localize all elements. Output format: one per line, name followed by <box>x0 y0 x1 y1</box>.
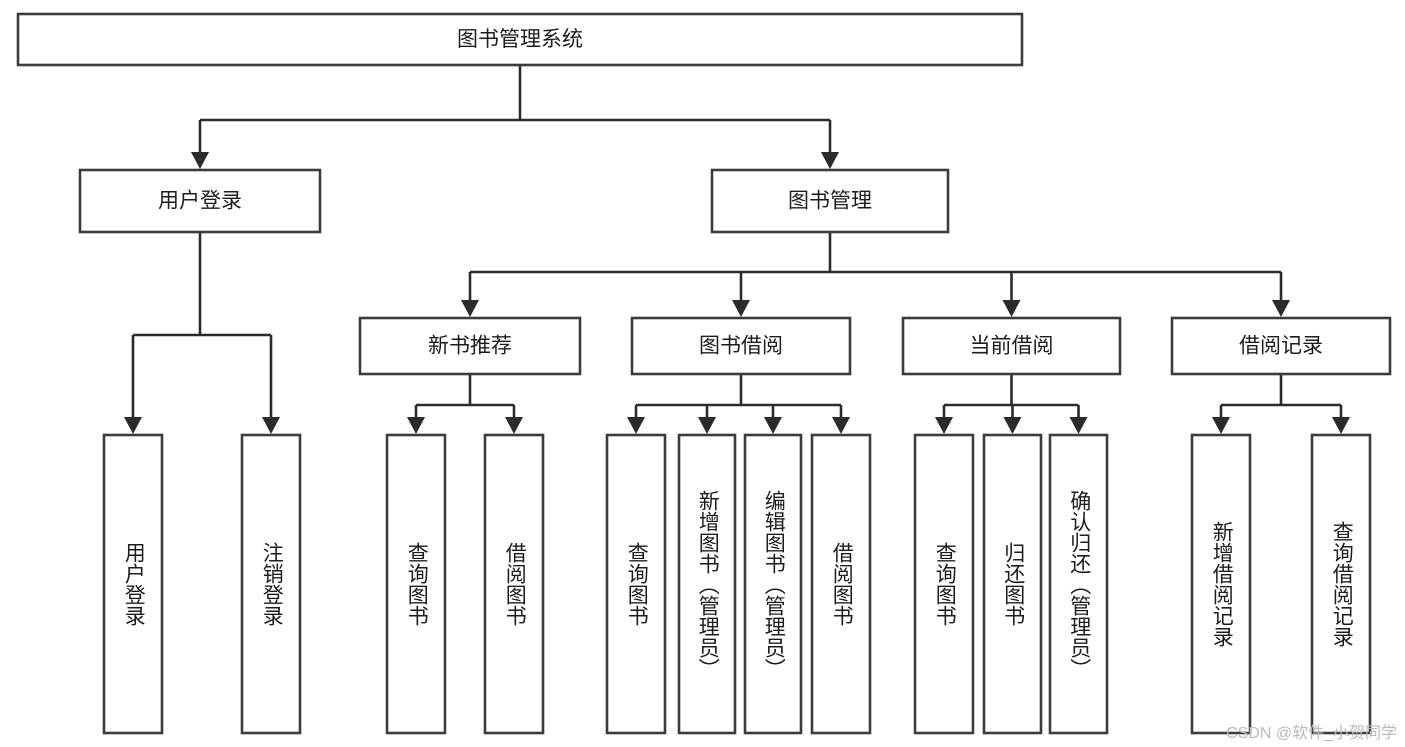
arrowhead <box>1003 417 1022 434</box>
arrowhead <box>1212 417 1230 434</box>
node-box-leaf-confirm-return-admin <box>1048 433 1109 735</box>
node-label-wrap-leaf-add-book-admin: 新增图书（管理员） <box>696 489 720 679</box>
node-box-book-borrow <box>630 316 852 376</box>
node-label-leaf-edit-book-admin: 编辑图书（管理员） <box>762 489 786 679</box>
node-label-book-borrow: 图书借阅 <box>699 335 783 358</box>
arrowhead <box>1272 300 1290 317</box>
node-box-leaf-edit-book-admin <box>743 433 803 735</box>
arrowhead <box>627 417 645 434</box>
node-box-new-book-recommend <box>358 316 582 376</box>
node-box-leaf-query-book-rec <box>385 433 447 735</box>
arrowhead <box>505 417 523 434</box>
node-leaf-borrow-book-rec[interactable]: 借阅图书 <box>483 433 545 735</box>
arrowhead <box>191 152 209 169</box>
arrowhead <box>124 417 142 434</box>
node-box-leaf-borrow-book-rec <box>483 433 545 735</box>
node-label-wrap-leaf-query-book-borrow: 查询图书 <box>625 542 649 626</box>
arrowhead <box>732 300 750 317</box>
arrowhead <box>698 417 716 434</box>
node-label-new-book-recommend: 新书推荐 <box>428 335 512 358</box>
node-box-current-borrow <box>901 316 1122 376</box>
node-leaf-query-book-rec[interactable]: 查询图书 <box>385 433 447 735</box>
node-box-leaf-return-book <box>982 433 1043 735</box>
node-box-leaf-borrow-book <box>810 433 872 735</box>
csdn-watermark: CSDN @软件_小贺同学 <box>1226 725 1397 742</box>
arrowhead <box>461 300 479 317</box>
node-label-wrap-leaf-query-borrow-record: 查询借阅记录 <box>1330 521 1354 647</box>
arrowhead <box>262 417 280 434</box>
node-box-borrow-record <box>1170 316 1392 376</box>
arrowhead <box>764 417 782 434</box>
node-label-leaf-user-login: 用户登录 <box>122 542 146 626</box>
node-box-leaf-logout <box>240 433 302 735</box>
node-label-book-manage: 图书管理 <box>788 190 872 213</box>
connector-layer <box>124 65 1350 434</box>
node-leaf-add-book-admin[interactable]: 新增图书（管理员） <box>677 433 737 735</box>
node-leaf-edit-book-admin[interactable]: 编辑图书（管理员） <box>743 433 803 735</box>
node-new-book-recommend[interactable]: 新书推荐 <box>358 316 582 376</box>
node-label-wrap-leaf-edit-book-admin: 编辑图书（管理员） <box>762 489 786 679</box>
node-box-leaf-query-borrow-record <box>1310 433 1372 735</box>
node-label-leaf-add-book-admin: 新增图书（管理员） <box>696 489 720 679</box>
node-leaf-user-login[interactable]: 用户登录 <box>102 433 164 735</box>
node-label-leaf-query-borrow-record: 查询借阅记录 <box>1330 521 1354 647</box>
arrowhead <box>1332 417 1350 434</box>
node-label-leaf-add-borrow-record: 新增借阅记录 <box>1210 521 1234 647</box>
node-user-login[interactable]: 用户登录 <box>78 168 322 234</box>
arrowhead <box>1069 417 1088 434</box>
node-layer: 图书管理系统用户登录图书管理新书推荐图书借阅当前借阅借阅记录用户登录注销登录查询… <box>16 12 1392 735</box>
node-leaf-query-borrow-record[interactable]: 查询借阅记录 <box>1310 433 1372 735</box>
arrowhead <box>821 152 839 169</box>
node-label-wrap-leaf-borrow-book-rec: 借阅图书 <box>503 542 527 626</box>
node-label-leaf-confirm-return-admin: 确认归还（管理员） <box>1067 489 1091 679</box>
node-label-leaf-return-book: 归还图书 <box>1001 542 1025 626</box>
node-label-wrap-leaf-user-login: 用户登录 <box>122 542 146 626</box>
node-label-leaf-borrow-book-rec: 借阅图书 <box>503 542 527 626</box>
arrowhead <box>1002 300 1021 317</box>
node-box-leaf-add-borrow-record <box>1190 433 1252 735</box>
arrowhead <box>935 417 953 434</box>
node-label-wrap-leaf-query-book-rec: 查询图书 <box>405 542 429 626</box>
node-label-leaf-logout: 注销登录 <box>260 542 284 626</box>
node-leaf-borrow-book[interactable]: 借阅图书 <box>810 433 872 735</box>
node-box-leaf-user-login <box>102 433 164 735</box>
node-label-leaf-query-book-rec: 查询图书 <box>405 542 429 626</box>
node-leaf-query-book-borrow[interactable]: 查询图书 <box>605 433 667 735</box>
node-current-borrow[interactable]: 当前借阅 <box>901 316 1122 376</box>
node-borrow-record[interactable]: 借阅记录 <box>1170 316 1392 376</box>
node-book-manage[interactable]: 图书管理 <box>710 168 950 234</box>
node-leaf-add-borrow-record[interactable]: 新增借阅记录 <box>1190 433 1252 735</box>
node-book-borrow[interactable]: 图书借阅 <box>630 316 852 376</box>
node-label-user-login: 用户登录 <box>158 190 242 213</box>
node-label-wrap-leaf-query-book-current: 查询图书 <box>933 542 957 626</box>
node-box-leaf-query-book-borrow <box>605 433 667 735</box>
node-label-borrow-record: 借阅记录 <box>1239 335 1323 358</box>
node-box-user-login <box>78 168 322 234</box>
node-label-leaf-query-book-current: 查询图书 <box>933 542 957 626</box>
node-root[interactable]: 图书管理系统 <box>16 12 1024 67</box>
node-leaf-logout[interactable]: 注销登录 <box>240 433 302 735</box>
node-label-wrap-leaf-add-borrow-record: 新增借阅记录 <box>1210 521 1234 647</box>
node-leaf-query-book-current[interactable]: 查询图书 <box>913 433 975 735</box>
node-label-leaf-query-book-borrow: 查询图书 <box>625 542 649 626</box>
node-label-wrap-leaf-return-book: 归还图书 <box>1001 542 1025 626</box>
node-box-leaf-query-book-current <box>913 433 975 735</box>
node-leaf-return-book[interactable]: 归还图书 <box>982 433 1043 735</box>
node-label-wrap-leaf-logout: 注销登录 <box>260 542 284 626</box>
arrowhead <box>832 417 850 434</box>
node-label-wrap-leaf-confirm-return-admin: 确认归还（管理员） <box>1067 489 1091 679</box>
node-label-current-borrow: 当前借阅 <box>970 335 1054 358</box>
node-box-root <box>16 12 1024 67</box>
arrowhead <box>407 417 425 434</box>
node-box-leaf-add-book-admin <box>677 433 737 735</box>
node-label-wrap-leaf-borrow-book: 借阅图书 <box>830 542 854 626</box>
node-leaf-confirm-return-admin[interactable]: 确认归还（管理员） <box>1048 433 1109 735</box>
node-box-book-manage <box>710 168 950 234</box>
node-label-root: 图书管理系统 <box>457 28 583 51</box>
node-label-leaf-borrow-book: 借阅图书 <box>830 542 854 626</box>
